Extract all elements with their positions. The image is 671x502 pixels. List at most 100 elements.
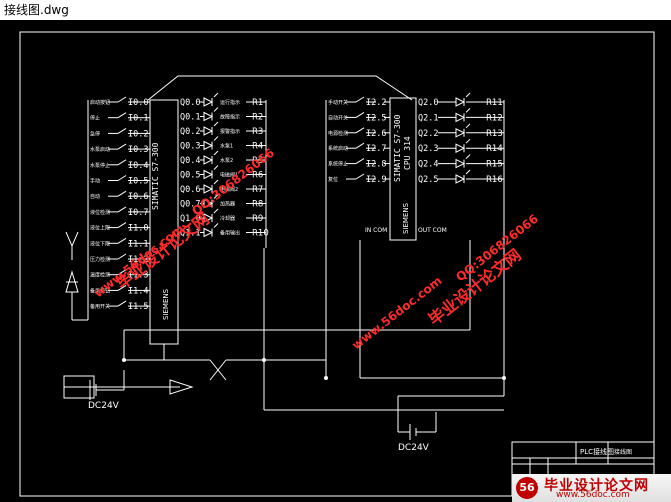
right-output-address: Q2.4 xyxy=(418,160,438,170)
right-relay-label: R11 xyxy=(486,98,503,108)
right-plc-model: SIMATIC S7-300 xyxy=(393,114,402,182)
left-input-address: I0.2 xyxy=(128,129,148,139)
left-output-address: Q0.3 xyxy=(180,142,200,152)
title-block-drawing-name: 接线图 xyxy=(614,448,632,456)
right-relay-label: R16 xyxy=(486,175,503,185)
right-input-address: I2.7 xyxy=(366,144,386,154)
left-input-address: I0.3 xyxy=(128,145,148,155)
title-block-plc-label: PLC接线图 xyxy=(580,447,614,456)
left-output-address: Q0.1 xyxy=(180,113,200,123)
left-output-name: 电磁阀2 xyxy=(220,186,238,193)
left-input-address: I1.1 xyxy=(128,239,148,249)
left-input-address: I0.4 xyxy=(128,161,148,171)
left-output-row: Q0.4 水泵2 R5 xyxy=(180,150,266,166)
right-plc-in-com: IN COM xyxy=(365,227,387,234)
left-input-name: 备用开关 xyxy=(90,303,110,310)
right-input-name: 系统启动 xyxy=(328,145,348,152)
left-plc-brand: SIEMENS xyxy=(162,288,170,320)
left-output-name: 加热器 xyxy=(220,201,235,208)
left-dc-label: DC24V xyxy=(88,401,120,411)
left-output-name: 备用输出 xyxy=(220,230,240,237)
right-dc-source: DC24V xyxy=(397,395,504,453)
left-output-address: Q0.6 xyxy=(180,185,200,195)
antenna-symbol xyxy=(65,231,79,248)
right-input-address: I2.9 xyxy=(366,175,386,185)
right-output-address: Q2.1 xyxy=(418,113,438,123)
left-output-name: 水泵2 xyxy=(220,157,233,164)
left-input-name: 手动 xyxy=(90,178,100,185)
right-plc-out-com: OUT COM xyxy=(418,227,447,234)
left-input-address: I0.6 xyxy=(128,192,148,202)
left-input-name: 压力检测 xyxy=(90,256,110,263)
left-output-address: Q0.4 xyxy=(180,156,200,166)
left-input-name: 温度检测 xyxy=(90,272,110,279)
right-input-address: I2.2 xyxy=(366,98,386,108)
left-output-name: 水泵1 xyxy=(220,143,233,150)
right-dc-label: DC24V xyxy=(398,443,430,453)
left-input-name: 自动 xyxy=(90,193,100,200)
right-plc-body xyxy=(389,97,417,241)
left-output-address: Q1.1 xyxy=(180,229,200,239)
left-output-name: 运行指示 xyxy=(220,99,240,106)
left-output-row: Q1.1 备用输出 R10 xyxy=(180,223,269,239)
left-output-name: 报警指示 xyxy=(220,128,240,135)
left-input-address: I1.0 xyxy=(128,224,148,234)
right-input-name: 电源检测 xyxy=(328,130,348,137)
left-input-row: 自动 I0.6 xyxy=(90,190,150,202)
watermark-logo-url: www.56doc.com xyxy=(556,490,630,500)
right-output-address: Q2.3 xyxy=(418,144,438,154)
watermark-logo: 56 毕业设计论文网 www.56doc.com xyxy=(512,474,671,502)
left-relay-label: R1 xyxy=(252,98,263,108)
right-input-name: 自动开关 xyxy=(328,114,348,121)
right-input-address: I2.5 xyxy=(366,113,386,123)
right-input-name: 系统停止 xyxy=(328,161,348,168)
left-relay-label: R6 xyxy=(252,171,263,181)
right-plc-cpu: CPU 314 xyxy=(403,136,412,170)
right-output-row: Q2.0 R11 xyxy=(418,92,504,108)
left-input-address: I0.1 xyxy=(128,114,148,124)
right-input-row: 系统启动 I2.7 xyxy=(328,142,390,154)
left-relay-label: R7 xyxy=(252,185,263,195)
right-input-address: I2.8 xyxy=(366,160,386,170)
left-output-name: 故障指示 xyxy=(220,114,240,121)
left-relay-label: R10 xyxy=(252,229,269,239)
drawing-canvas[interactable] xyxy=(0,20,671,502)
left-input-address: I1.4 xyxy=(128,286,148,296)
left-relay-label: R8 xyxy=(252,200,263,210)
left-output-address: Q0.5 xyxy=(180,171,200,181)
watermark-logo-text: 毕业设计论文网 xyxy=(544,478,649,494)
left-output-address: Q1.0 xyxy=(180,214,200,224)
watermark-logo-mark: 56 xyxy=(516,477,538,499)
watermark-brand-left: 毕业设计论文网 xyxy=(113,209,213,293)
left-input-name: 备用按钮 xyxy=(90,287,110,294)
left-input-row: 备用按钮 I1.4 xyxy=(90,284,150,296)
left-input-address: I0.0 xyxy=(128,98,148,108)
left-input-row: 液位上限 I1.0 xyxy=(90,222,150,234)
left-relay-label: R4 xyxy=(252,142,263,152)
left-output-address: Q0.2 xyxy=(180,127,200,137)
left-input-name: 液位上限 xyxy=(90,225,110,232)
right-output-address: Q2.0 xyxy=(418,98,438,108)
left-output-name: 冷却器 xyxy=(220,215,235,222)
left-plc-model: SIMATIC S7-300 xyxy=(151,142,160,210)
right-input-row: 复位 I2.9 xyxy=(328,173,390,185)
right-input-name: 复位 xyxy=(328,176,338,183)
left-relay-label: R9 xyxy=(252,214,263,224)
left-input-name: 液位检测 xyxy=(90,209,110,216)
left-dc-source: DC24V xyxy=(63,370,194,411)
window-title: 接线图.dwg xyxy=(0,0,671,20)
left-relay-label: R5 xyxy=(252,156,263,166)
